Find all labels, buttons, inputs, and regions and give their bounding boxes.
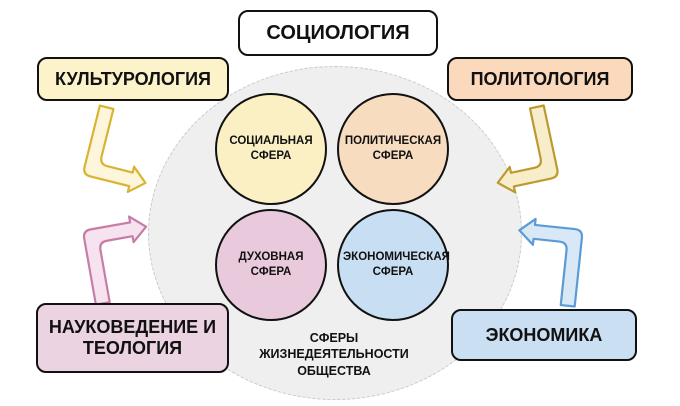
economics-box: ЭКОНОМИКА <box>451 309 637 361</box>
economics-box-label: ЭКОНОМИКА <box>485 324 603 345</box>
arrow-economics-to-spheres-icon <box>518 217 584 308</box>
arrow-science-theology-to-spheres-icon <box>82 215 148 306</box>
culturology-box-label: КУЛЬТУРОЛОГИЯ <box>55 68 211 89</box>
politology-box-label: ПОЛИТОЛОГИЯ <box>470 68 610 89</box>
sphere-economic: ЭКОНОМИЧЕСКАЯ СФЕРА <box>337 209 450 321</box>
sphere-political: ПОЛИТИЧЕСКАЯ СФЕРА <box>337 93 449 205</box>
culturology-box: КУЛЬТУРОЛОГИЯ <box>37 57 229 101</box>
arrow-culturology-to-spheres-icon <box>83 104 147 194</box>
sphere-spiritual-label: ДУХОВНАЯ СФЕРА <box>238 251 304 278</box>
politology-box: ПОЛИТОЛОГИЯ <box>447 57 633 101</box>
sphere-political-label: ПОЛИТИЧЕСКАЯ СФЕРА <box>344 135 442 162</box>
sphere-economic-label: ЭКОНОМИЧЕСКАЯ СФЕРА <box>343 251 450 278</box>
sphere-social-label: СОЦИАЛЬНАЯ СФЕРА <box>229 135 313 162</box>
science-theology-box: НАУКОВЕДЕНИЕ И ТЕОЛОГИЯ <box>36 303 229 373</box>
science-theology-box-label: НАУКОВЕДЕНИЕ И ТЕОЛОГИЯ <box>48 317 217 358</box>
ellipse-caption: СФЕРЫ ЖИЗНЕДЕЯТЕЛЬНОСТИ ОБЩЕСТВА <box>259 331 409 378</box>
sphere-spiritual: ДУХОВНАЯ СФЕРА <box>215 209 327 321</box>
sociology-box-label: СОЦИОЛОГИЯ <box>266 21 410 44</box>
arrow-politology-to-spheres-icon <box>496 104 559 194</box>
sociology-box: СОЦИОЛОГИЯ <box>238 10 438 56</box>
sphere-social: СОЦИАЛЬНАЯ СФЕРА <box>215 93 327 205</box>
